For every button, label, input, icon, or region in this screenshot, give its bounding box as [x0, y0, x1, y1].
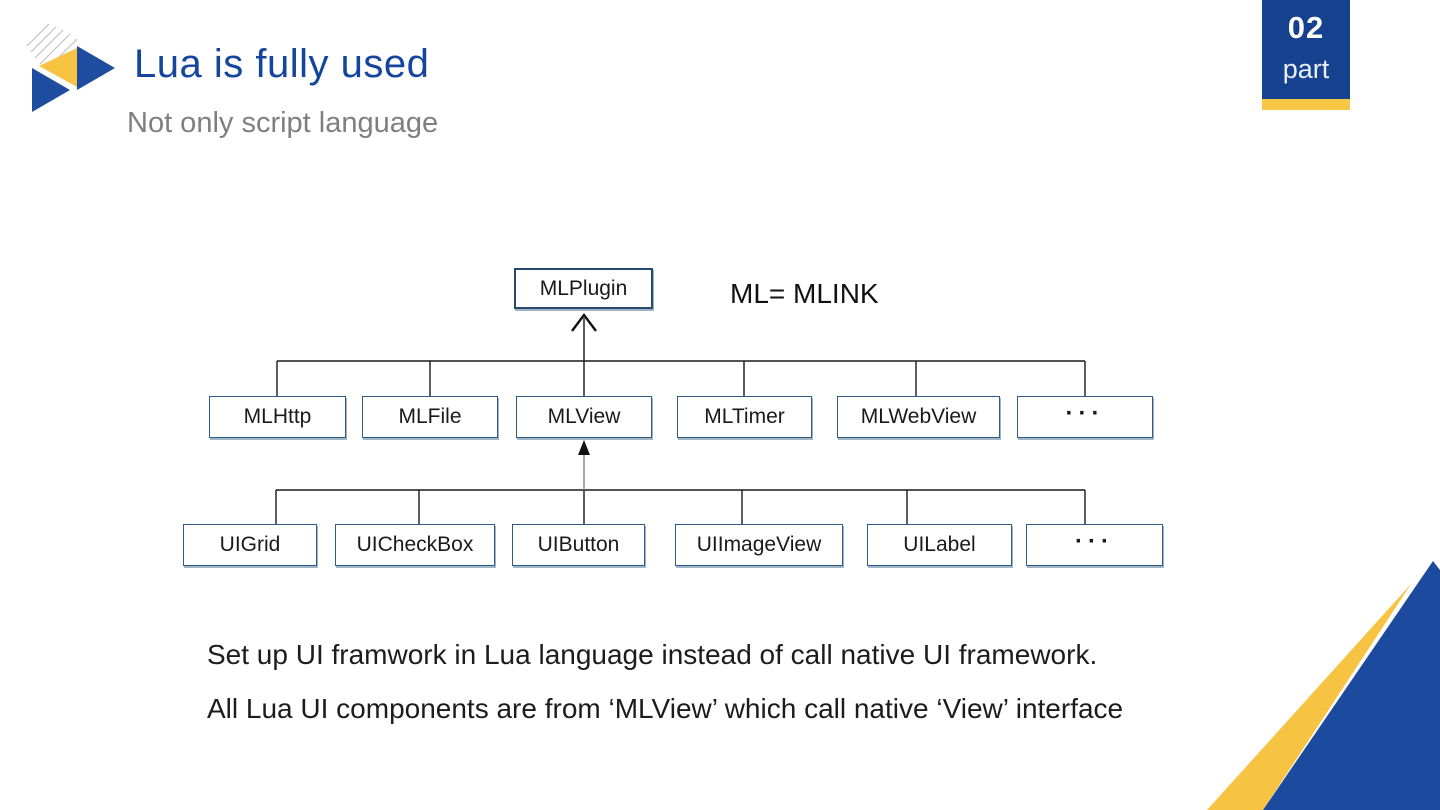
logo-blue-triangle-bottom	[32, 68, 70, 112]
logo-yellow-triangle	[39, 48, 77, 87]
diagram-annotation: ML= MLINK	[730, 278, 879, 309]
part-badge: 02 part	[1262, 0, 1350, 110]
part-badge-underline	[1262, 99, 1350, 110]
corner-yellow-sliver	[1207, 584, 1411, 810]
node-uiimageview: UIImageView	[675, 524, 843, 566]
corner-blue-triangle	[1263, 561, 1440, 810]
node-mlview: MLView	[516, 396, 652, 438]
part-label: part	[1282, 54, 1330, 84]
note-line-2: All Lua UI components are from ‘MLView’ …	[207, 693, 1124, 724]
logo-blue-triangle-top	[77, 46, 115, 90]
node-uilabel: UILabel	[867, 524, 1012, 566]
part-badge-box: 02 part	[1262, 0, 1350, 99]
note-line-1: Set up UI framwork in Lua language inste…	[207, 639, 1098, 670]
node-uibutton: UIButton	[512, 524, 645, 566]
node-mlwebview: MLWebView	[837, 396, 1000, 438]
page-title: Lua is fully used	[134, 42, 430, 86]
node-level2-ellipsis: ···	[1017, 396, 1153, 438]
page-subtitle: Not only script language	[127, 107, 439, 139]
node-uigrid: UIGrid	[183, 524, 317, 566]
connector-stubs-level2	[276, 361, 1086, 396]
filled-arrowhead-to-mlview	[578, 440, 590, 455]
node-mlhttp: MLHttp	[209, 396, 346, 438]
logo-triangles-icon	[25, 20, 125, 120]
node-level3-ellipsis: ···	[1026, 524, 1163, 566]
node-mltimer: MLTimer	[677, 396, 812, 438]
open-arrowhead-to-mlplugin	[571, 313, 597, 332]
node-mlplugin: MLPlugin	[514, 268, 653, 309]
part-number: 02	[1287, 10, 1325, 45]
node-mlfile: MLFile	[362, 396, 498, 438]
connector-stubs-level3	[275, 490, 1086, 524]
node-uicheckbox: UICheckBox	[335, 524, 495, 566]
